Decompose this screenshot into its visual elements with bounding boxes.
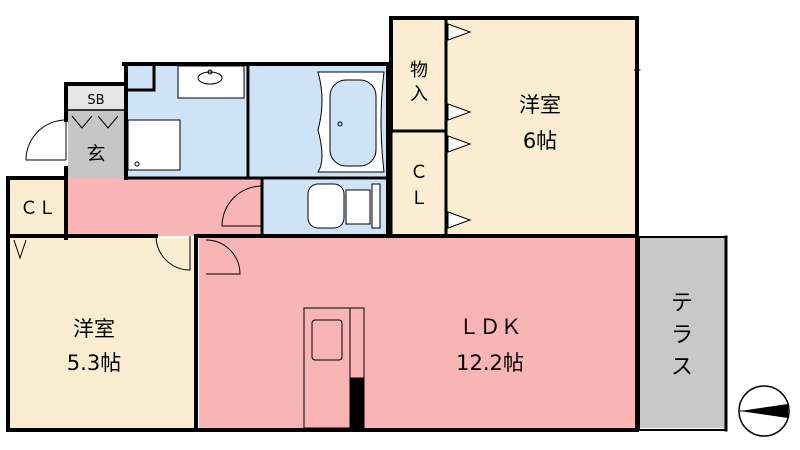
storage-fill	[391, 19, 446, 131]
hallway-fill	[68, 178, 262, 236]
shoe-box-fill	[68, 86, 126, 110]
door-swing-icon	[221, 185, 263, 227]
western-room-5-size: 5.3帖	[67, 351, 121, 375]
outer-wall-top	[389, 16, 639, 432]
shoe-box-label: SB	[87, 93, 104, 108]
closet-right-label-1: Ｃ	[410, 162, 428, 183]
storage-label-1: 物	[410, 60, 428, 81]
compass-icon	[738, 385, 790, 437]
walls	[6, 16, 728, 432]
kitchen-sink-icon	[303, 307, 365, 429]
closet-left-label: ＣＬ	[20, 198, 56, 219]
terrace-fill	[639, 238, 725, 428]
folding-door-icon	[71, 115, 119, 129]
washbasin-icon	[177, 65, 245, 99]
western-room-6-size: 6帖	[523, 129, 557, 153]
ldk-fill	[199, 238, 637, 428]
closet-right-label-2: Ｌ	[410, 188, 428, 209]
western-room-6-name: 洋室	[519, 93, 561, 117]
western-room-5-fill	[10, 238, 194, 428]
labels: 洋室 6帖 物 入 Ｃ Ｌ ＣＬ SB 玄 洋室 5.3帖 ＬＤＫ 12.2帖 …	[20, 60, 693, 380]
folding-door-icon	[447, 23, 472, 229]
western-room-6-fill	[446, 19, 637, 237]
entrance-label: 玄	[86, 143, 105, 165]
door-swing-icon	[155, 235, 191, 271]
terrace-char-1: テ	[671, 291, 693, 316]
pillar-small	[124, 62, 156, 92]
ldk-size: 12.2帖	[456, 351, 524, 375]
terrace-char-2: ラ	[671, 323, 693, 348]
closet-right-fill	[391, 131, 446, 237]
fixtures	[13, 23, 640, 429]
door-swing-icon	[205, 239, 241, 275]
terrace-char-3: ス	[671, 355, 693, 380]
closet-left-fill	[10, 178, 66, 236]
storage-label-2: 入	[410, 84, 428, 105]
door-swing-icon	[25, 119, 67, 161]
western-room-5-name: 洋室	[73, 317, 115, 341]
ldk-name: ＬＤＫ	[459, 315, 522, 339]
folding-door-icon	[13, 239, 27, 260]
toilet-icon	[307, 183, 381, 229]
bathtub-icon	[317, 71, 385, 173]
drain-icon	[134, 161, 140, 167]
